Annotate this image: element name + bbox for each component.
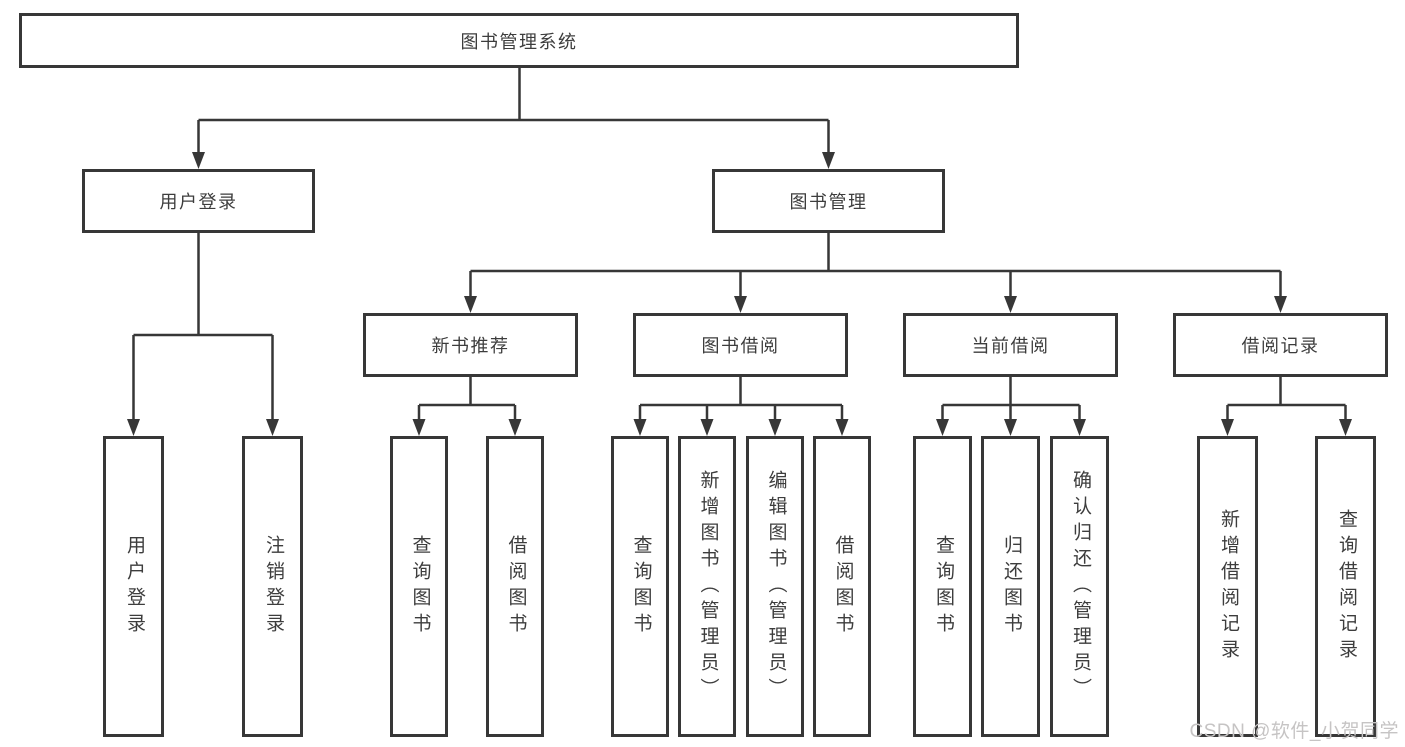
leaf-query-borrow-record: 查询借阅记录 — [1315, 436, 1376, 737]
node-book-management: 图书管理 — [712, 169, 945, 233]
leaf-edit-book-admin: 编辑图书（管理员） — [746, 436, 804, 737]
leaf-query-books-borrow: 查询图书 — [611, 436, 669, 737]
leaf-borrow-books-recommend-label: 借阅图书 — [505, 534, 527, 639]
leaf-return-book-label: 归还图书 — [1000, 534, 1022, 639]
leaf-logout-label: 注销登录 — [262, 534, 284, 639]
leaf-query-books-current-label: 查询图书 — [932, 534, 954, 639]
node-root-label: 图书管理系统 — [460, 31, 578, 52]
leaf-borrow-books: 借阅图书 — [813, 436, 871, 737]
node-borrow-records: 借阅记录 — [1173, 313, 1388, 377]
leaf-logout: 注销登录 — [242, 436, 303, 737]
leaf-user-login-label: 用户登录 — [123, 534, 145, 639]
leaf-edit-book-admin-label: 编辑图书（管理员） — [765, 469, 787, 704]
node-current-borrow-label: 当前借阅 — [971, 336, 1050, 356]
node-user-login: 用户登录 — [82, 169, 315, 233]
leaf-return-book: 归还图书 — [981, 436, 1040, 737]
leaf-add-book-admin-label: 新增图书（管理员） — [697, 469, 719, 704]
watermark-text: CSDN @软件_小贺同学 — [1189, 721, 1399, 742]
leaf-confirm-return-admin: 确认归还（管理员） — [1050, 436, 1109, 737]
leaf-add-book-admin: 新增图书（管理员） — [678, 436, 736, 737]
leaf-confirm-return-admin-label: 确认归还（管理员） — [1069, 469, 1091, 704]
leaf-query-books-borrow-label: 查询图书 — [630, 534, 652, 639]
node-book-management-label: 图书管理 — [789, 192, 868, 212]
node-book-borrow-label: 图书借阅 — [701, 336, 780, 356]
node-current-borrow: 当前借阅 — [903, 313, 1118, 377]
leaf-query-borrow-record-label: 查询借阅记录 — [1335, 508, 1357, 665]
leaf-add-borrow-record-label: 新增借阅记录 — [1217, 508, 1239, 665]
node-borrow-records-label: 借阅记录 — [1241, 336, 1320, 356]
leaf-query-books-recommend-label: 查询图书 — [409, 534, 431, 639]
node-root: 图书管理系统 — [19, 13, 1019, 68]
leaf-user-login: 用户登录 — [103, 436, 164, 737]
node-user-login-label: 用户登录 — [159, 192, 238, 212]
node-book-borrow: 图书借阅 — [633, 313, 848, 377]
leaf-query-books-current: 查询图书 — [913, 436, 972, 737]
leaf-add-borrow-record: 新增借阅记录 — [1197, 436, 1258, 737]
node-new-book-recommend: 新书推荐 — [363, 313, 578, 377]
leaf-borrow-books-recommend: 借阅图书 — [486, 436, 544, 737]
leaf-borrow-books-label: 借阅图书 — [832, 534, 854, 639]
node-new-book-recommend-label: 新书推荐 — [431, 336, 510, 356]
leaf-query-books-recommend: 查询图书 — [390, 436, 448, 737]
